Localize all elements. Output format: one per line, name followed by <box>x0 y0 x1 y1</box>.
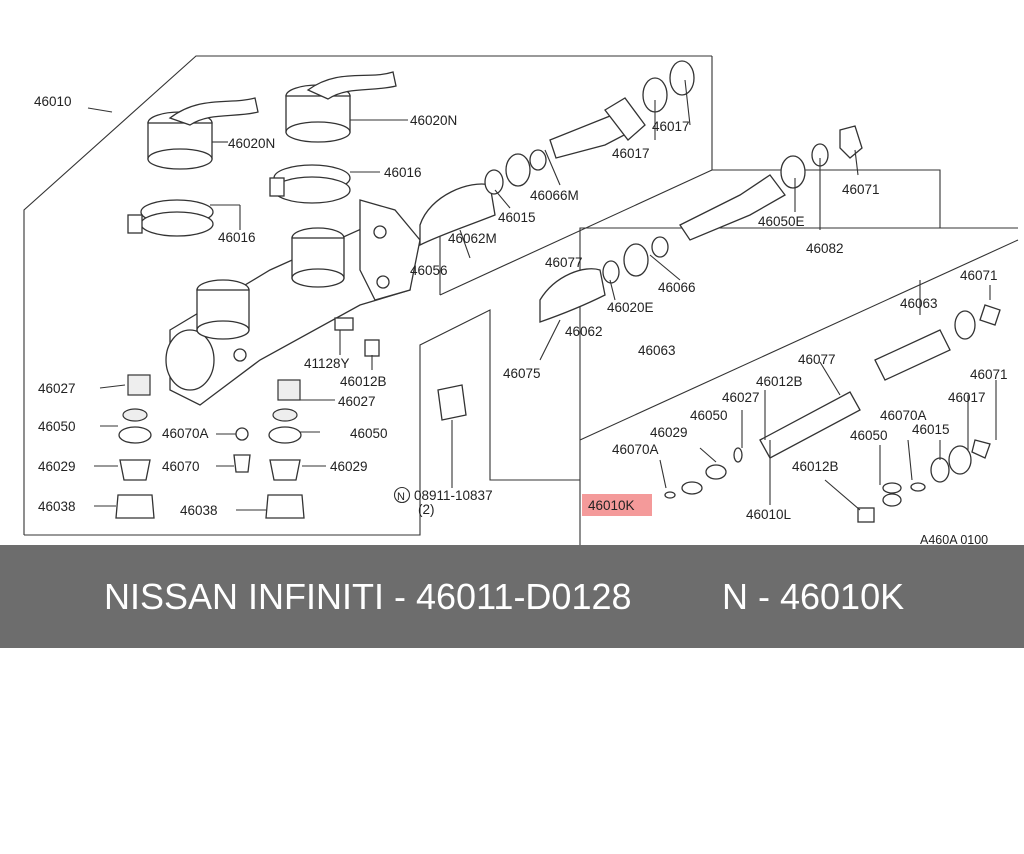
part-labels: 46010 46020N 46020N 46016 46016 46056 46… <box>34 94 1008 545</box>
label-46071-c: 46071 <box>970 367 1008 382</box>
label-46071-a: 46071 <box>842 182 880 197</box>
right-kit-parts <box>664 304 1001 523</box>
highlight-46010k <box>582 494 652 516</box>
label-46070: 46070 <box>162 459 200 474</box>
label-08911-10837: 08911-10837 <box>414 488 493 503</box>
label-46016-b: 46016 <box>218 230 256 245</box>
label-46050-d: 46050 <box>850 428 888 443</box>
label-46029-a: 46029 <box>38 459 76 474</box>
label-46027-b: 46027 <box>338 394 376 409</box>
label-46020n-a: 46020N <box>228 136 275 151</box>
label-46029-c: 46029 <box>650 425 688 440</box>
label-46050e: 46050E <box>758 214 805 229</box>
label-46010l: 46010L <box>746 507 792 522</box>
label-46015: 46015 <box>498 210 536 225</box>
label-46071-b: 46071 <box>960 268 998 283</box>
part-number-banner: NISSAN INFINITI - 46011-D0128 N - 46010K <box>0 545 1024 648</box>
label-46082: 46082 <box>806 241 844 256</box>
label-46017-a: 46017 <box>652 119 690 134</box>
label-46063-a: 46063 <box>638 343 676 358</box>
label-46070a-c: 46070A <box>612 442 659 457</box>
label-46075: 46075 <box>503 366 541 381</box>
label-08911-n: N <box>397 491 405 503</box>
label-46010k: 46010K <box>588 498 635 513</box>
label-46038-b: 46038 <box>180 503 218 518</box>
label-46017-b: 46017 <box>612 146 650 161</box>
label-46038-a: 46038 <box>38 499 76 514</box>
label-46070a-b: 46070A <box>880 408 927 423</box>
lower-left-small-parts <box>115 317 467 519</box>
label-46017-c: 46017 <box>948 390 986 405</box>
master-cylinder-body <box>165 199 421 406</box>
parts-diagram-page: 46010 46020N 46020N 46016 46016 46056 46… <box>0 55 1024 648</box>
label-46020n-b: 46020N <box>410 113 457 128</box>
label-46029-b: 46029 <box>330 459 368 474</box>
label-46016-a: 46016 <box>384 165 422 180</box>
label-46062m: 46062M <box>448 231 497 246</box>
label-46020e: 46020E <box>607 300 654 315</box>
label-08911-qty: (2) <box>418 502 435 517</box>
label-46077-a: 46077 <box>545 255 583 270</box>
piston-assembly-middle <box>539 125 863 323</box>
label-46012b-b: 46012B <box>756 374 803 389</box>
label-46062: 46062 <box>565 324 603 339</box>
label-46012b-a: 46012B <box>340 374 387 389</box>
label-46066m: 46066M <box>530 188 579 203</box>
reference-code: A460A 0100 <box>920 533 988 545</box>
label-46077-b: 46077 <box>798 352 836 367</box>
label-46070a-a: 46070A <box>162 426 209 441</box>
label-46056: 46056 <box>410 263 448 278</box>
reservoir-hose-parts <box>127 71 397 237</box>
exploded-parts-diagram: 46010 46020N 46020N 46016 46016 46056 46… <box>23 55 1019 545</box>
leader-lines <box>87 79 997 511</box>
label-46012b-c: 46012B <box>792 459 839 474</box>
label-46010: 46010 <box>34 94 72 109</box>
label-46050-b: 46050 <box>350 426 388 441</box>
label-46050-a: 46050 <box>38 419 76 434</box>
frame-lines <box>23 55 1019 545</box>
label-46063-b: 46063 <box>900 296 938 311</box>
label-41128y: 41128Y <box>304 356 350 371</box>
label-46050-c: 46050 <box>690 408 728 423</box>
label-46027-c: 46027 <box>722 390 760 405</box>
piston-assembly-upper <box>419 60 695 247</box>
label-46027-a: 46027 <box>38 381 76 396</box>
label-46066: 46066 <box>658 280 696 295</box>
banner-brand-part: NISSAN INFINITI - 46011-D0128 <box>104 576 632 617</box>
banner-code: N - 46010K <box>722 576 905 617</box>
label-46015-b: 46015 <box>912 422 950 437</box>
